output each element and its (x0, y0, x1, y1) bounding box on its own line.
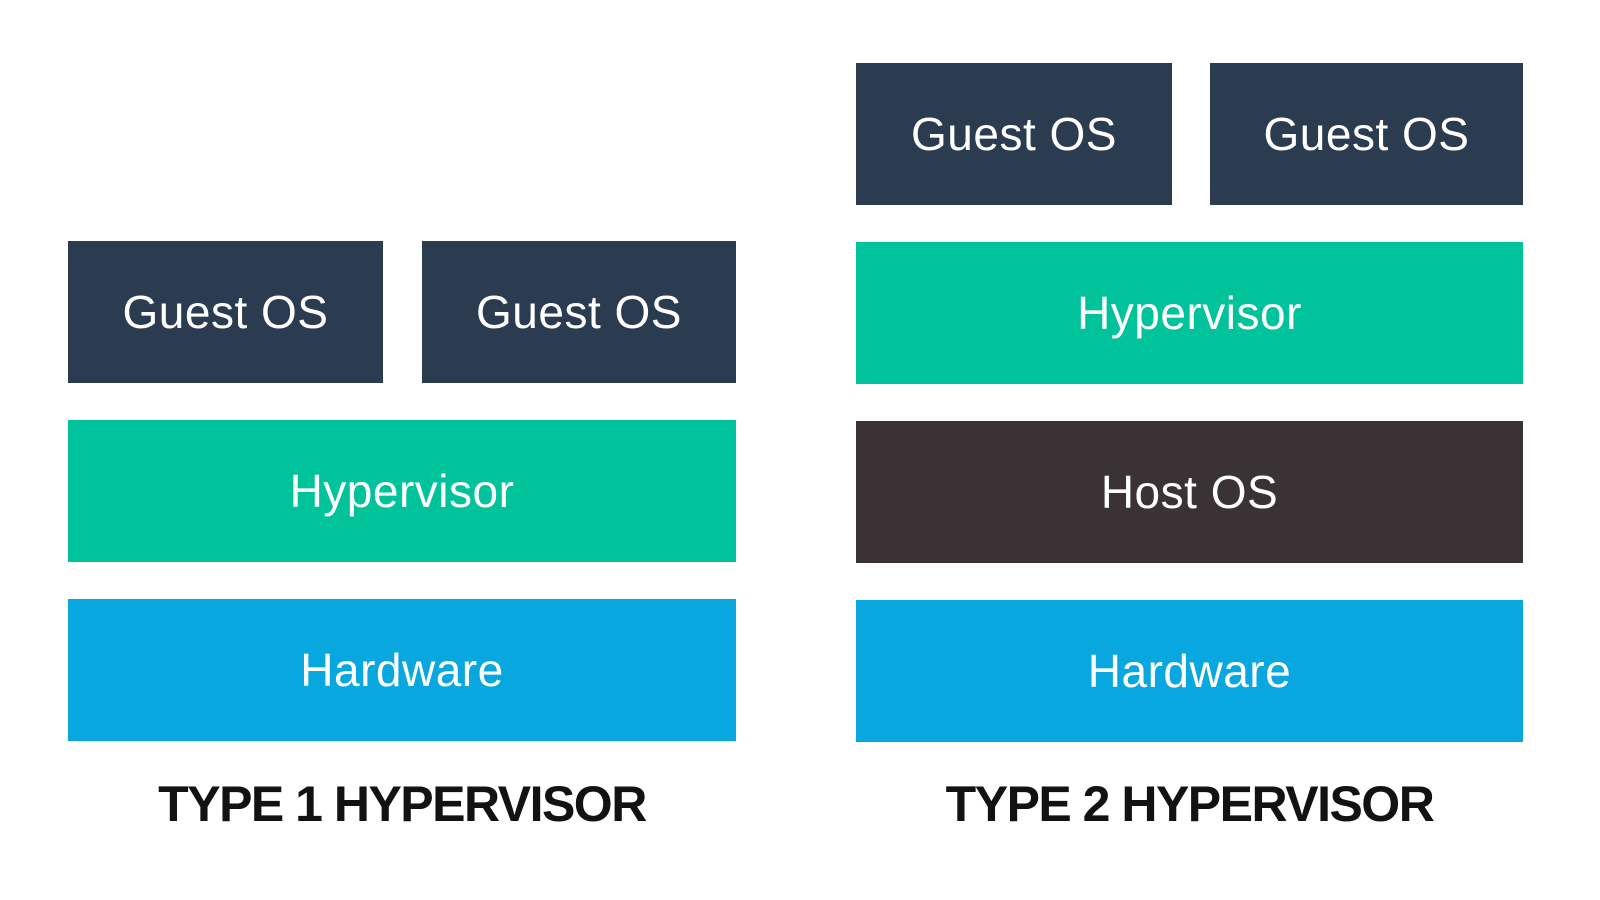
type1-hardware-label: Hardware (300, 644, 504, 696)
type1-hypervisor-box: Hypervisor (68, 420, 736, 562)
type2-guest-os-label-1: Guest OS (911, 108, 1117, 160)
type2-host-os-label: Host OS (1100, 466, 1279, 518)
type2-hardware-box: Hardware (856, 600, 1523, 742)
type1-guest-os-label-1: Guest OS (122, 286, 329, 338)
type1-hypervisor-label: Hypervisor (289, 465, 515, 517)
type1-hardware-box: Hardware (68, 599, 736, 741)
type1-guest-os-box-2: Guest OS (422, 241, 736, 383)
type2-guest-os-label-2: Guest OS (1263, 108, 1470, 160)
type2-hypervisor-box: Hypervisor (856, 242, 1523, 384)
type1-guest-os-label-2: Guest OS (476, 286, 682, 338)
type2-hypervisor-label: Hypervisor (1077, 287, 1302, 339)
type2-host-os-box: Host OS (856, 421, 1523, 563)
type2-guest-os-box-2: Guest OS (1210, 63, 1523, 205)
type1-guest-os-box-1: Guest OS (68, 241, 383, 383)
type2-hardware-label: Hardware (1087, 645, 1292, 697)
type2-guest-os-box-1: Guest OS (856, 63, 1172, 205)
type2-caption: TYPE 2 HYPERVISOR (945, 776, 1435, 832)
type1-caption: TYPE 1 HYPERVISOR (158, 776, 647, 832)
